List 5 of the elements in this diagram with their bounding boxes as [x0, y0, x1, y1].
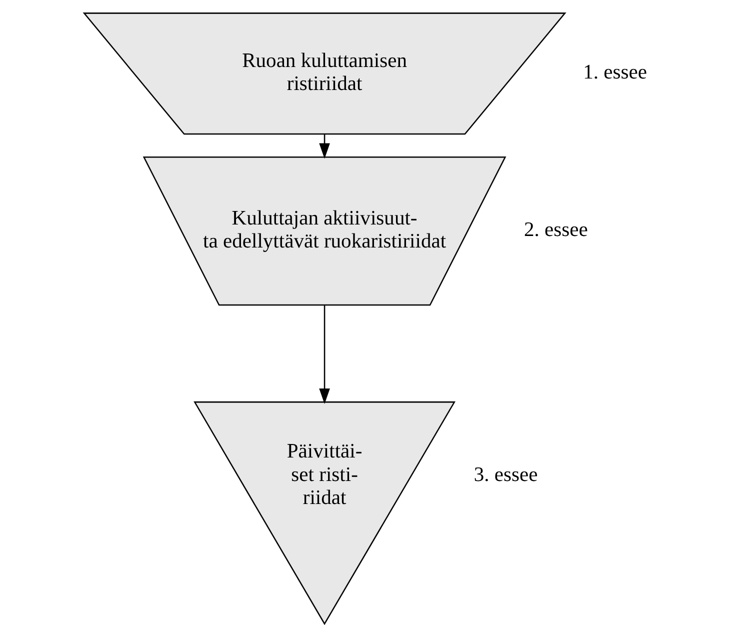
arrow — [318, 305, 330, 404]
node-label: 1. essee — [582, 61, 647, 84]
arrow — [318, 134, 330, 159]
node-label: 2. essee — [523, 218, 588, 241]
node-label: 3. essee — [473, 464, 538, 486]
